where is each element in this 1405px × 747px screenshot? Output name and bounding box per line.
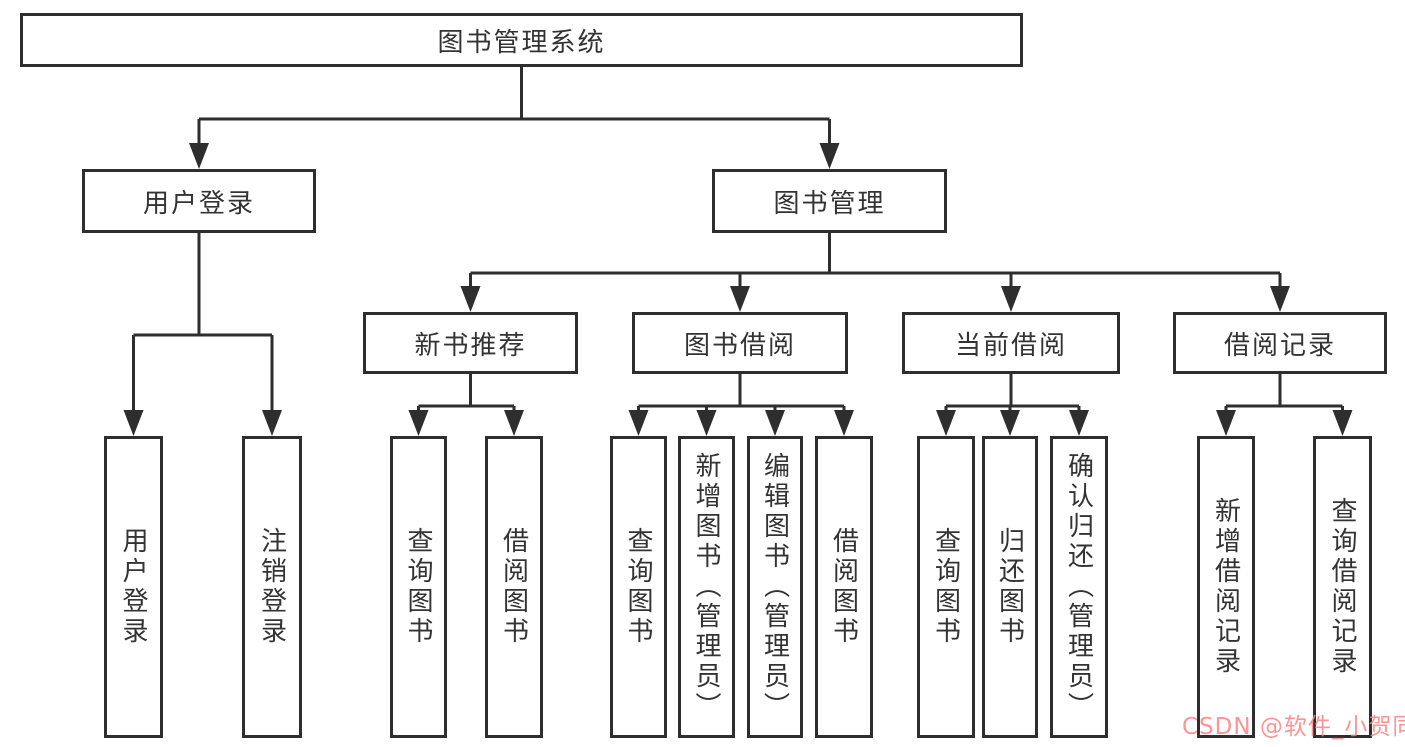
leaf-query-borrow-record-label: 查询借阅记录 <box>1327 497 1357 677</box>
arrowhead <box>460 286 481 312</box>
leaf-add-book-admin: 新增图书（管理员） <box>678 436 735 738</box>
leaf-add-borrow-record: 新增借阅记录 <box>1197 436 1255 738</box>
leaf-return-books-label: 归还图书 <box>994 527 1025 647</box>
node-current-borrow: 当前借阅 <box>902 312 1120 374</box>
arrowhead <box>504 410 524 436</box>
node-borrow-records-label: 借阅记录 <box>1223 330 1336 361</box>
arrowhead <box>730 286 750 312</box>
arrowhead <box>123 410 144 436</box>
leaf-borrow-books-recommend: 借阅图书 <box>485 436 543 738</box>
node-book-management-label: 图书管理 <box>773 188 886 219</box>
arrowhead <box>628 410 649 436</box>
leaf-confirm-return-admin: 确认归还（管理员） <box>1050 436 1108 738</box>
connector-book-management-children <box>460 233 1290 312</box>
arrowhead <box>189 143 209 169</box>
arrowhead <box>1001 286 1021 312</box>
leaf-add-borrow-record-label: 新增借阅记录 <box>1210 497 1241 677</box>
arrowhead <box>819 143 840 169</box>
leaf-query-borrow-record: 查询借阅记录 <box>1313 436 1372 738</box>
leaf-logout-login-label: 注销登录 <box>256 527 287 647</box>
connector-root-to-level1 <box>189 67 840 169</box>
leaf-user-login-label: 用户登录 <box>118 527 148 647</box>
arrowhead <box>408 410 429 436</box>
leaf-query-books-borrow-label: 查询图书 <box>623 527 653 647</box>
arrowhead <box>1216 410 1236 436</box>
arrowhead <box>834 410 854 436</box>
leaf-query-books-recommend-label: 查询图书 <box>403 527 433 647</box>
leaf-query-books-borrow: 查询图书 <box>610 436 667 738</box>
connector-book-borrow-children <box>628 374 854 436</box>
leaf-borrow-books-recommend-label: 借阅图书 <box>498 527 529 647</box>
leaf-add-book-admin-label: 新增图书（管理员） <box>691 452 721 722</box>
leaf-query-books-recommend: 查询图书 <box>390 436 447 738</box>
leaf-user-login: 用户登录 <box>104 436 163 738</box>
leaf-borrow-books-label: 借阅图书 <box>828 527 859 647</box>
leaf-logout-login: 注销登录 <box>242 436 302 738</box>
node-book-management: 图书管理 <box>712 169 947 233</box>
leaf-edit-book-admin-label: 编辑图书（管理员） <box>759 452 790 722</box>
node-user-login: 用户登录 <box>82 169 316 233</box>
node-new-book-recommend-label: 新书推荐 <box>414 330 527 361</box>
node-book-borrow-label: 图书借阅 <box>683 330 796 361</box>
node-current-borrow-label: 当前借阅 <box>954 330 1067 361</box>
leaf-return-books: 归还图书 <box>982 436 1038 738</box>
leaf-edit-book-admin: 编辑图书（管理员） <box>747 436 803 738</box>
arrowhead <box>696 410 717 436</box>
connector-user-login-children <box>123 233 282 436</box>
leaf-query-books-current: 查询图书 <box>917 436 975 738</box>
arrowhead <box>262 410 282 436</box>
connector-borrow-records-children <box>1216 374 1353 436</box>
node-book-borrow: 图书借阅 <box>632 312 848 374</box>
arrowhead <box>1332 410 1353 436</box>
node-library-system: 图书管理系统 <box>20 13 1023 67</box>
csdn-watermark: CSDN @软件_小贺同学 <box>1182 714 1405 740</box>
leaf-query-books-current-label: 查询图书 <box>930 527 961 647</box>
arrowhead <box>1270 286 1290 312</box>
connector-new-book-children <box>408 374 524 436</box>
node-new-book-recommend: 新书推荐 <box>363 312 578 374</box>
arrowhead <box>936 410 956 436</box>
node-borrow-records: 借阅记录 <box>1173 312 1387 374</box>
arrowhead <box>1069 410 1089 436</box>
arrowhead <box>765 410 785 436</box>
connector-current-borrow-children <box>936 374 1089 436</box>
node-library-system-label: 图书管理系统 <box>437 27 606 58</box>
node-user-login-label: 用户登录 <box>142 188 255 219</box>
leaf-borrow-books: 借阅图书 <box>815 436 873 738</box>
arrowhead <box>1000 410 1020 436</box>
leaf-confirm-return-admin-label: 确认归还（管理员） <box>1063 452 1094 722</box>
